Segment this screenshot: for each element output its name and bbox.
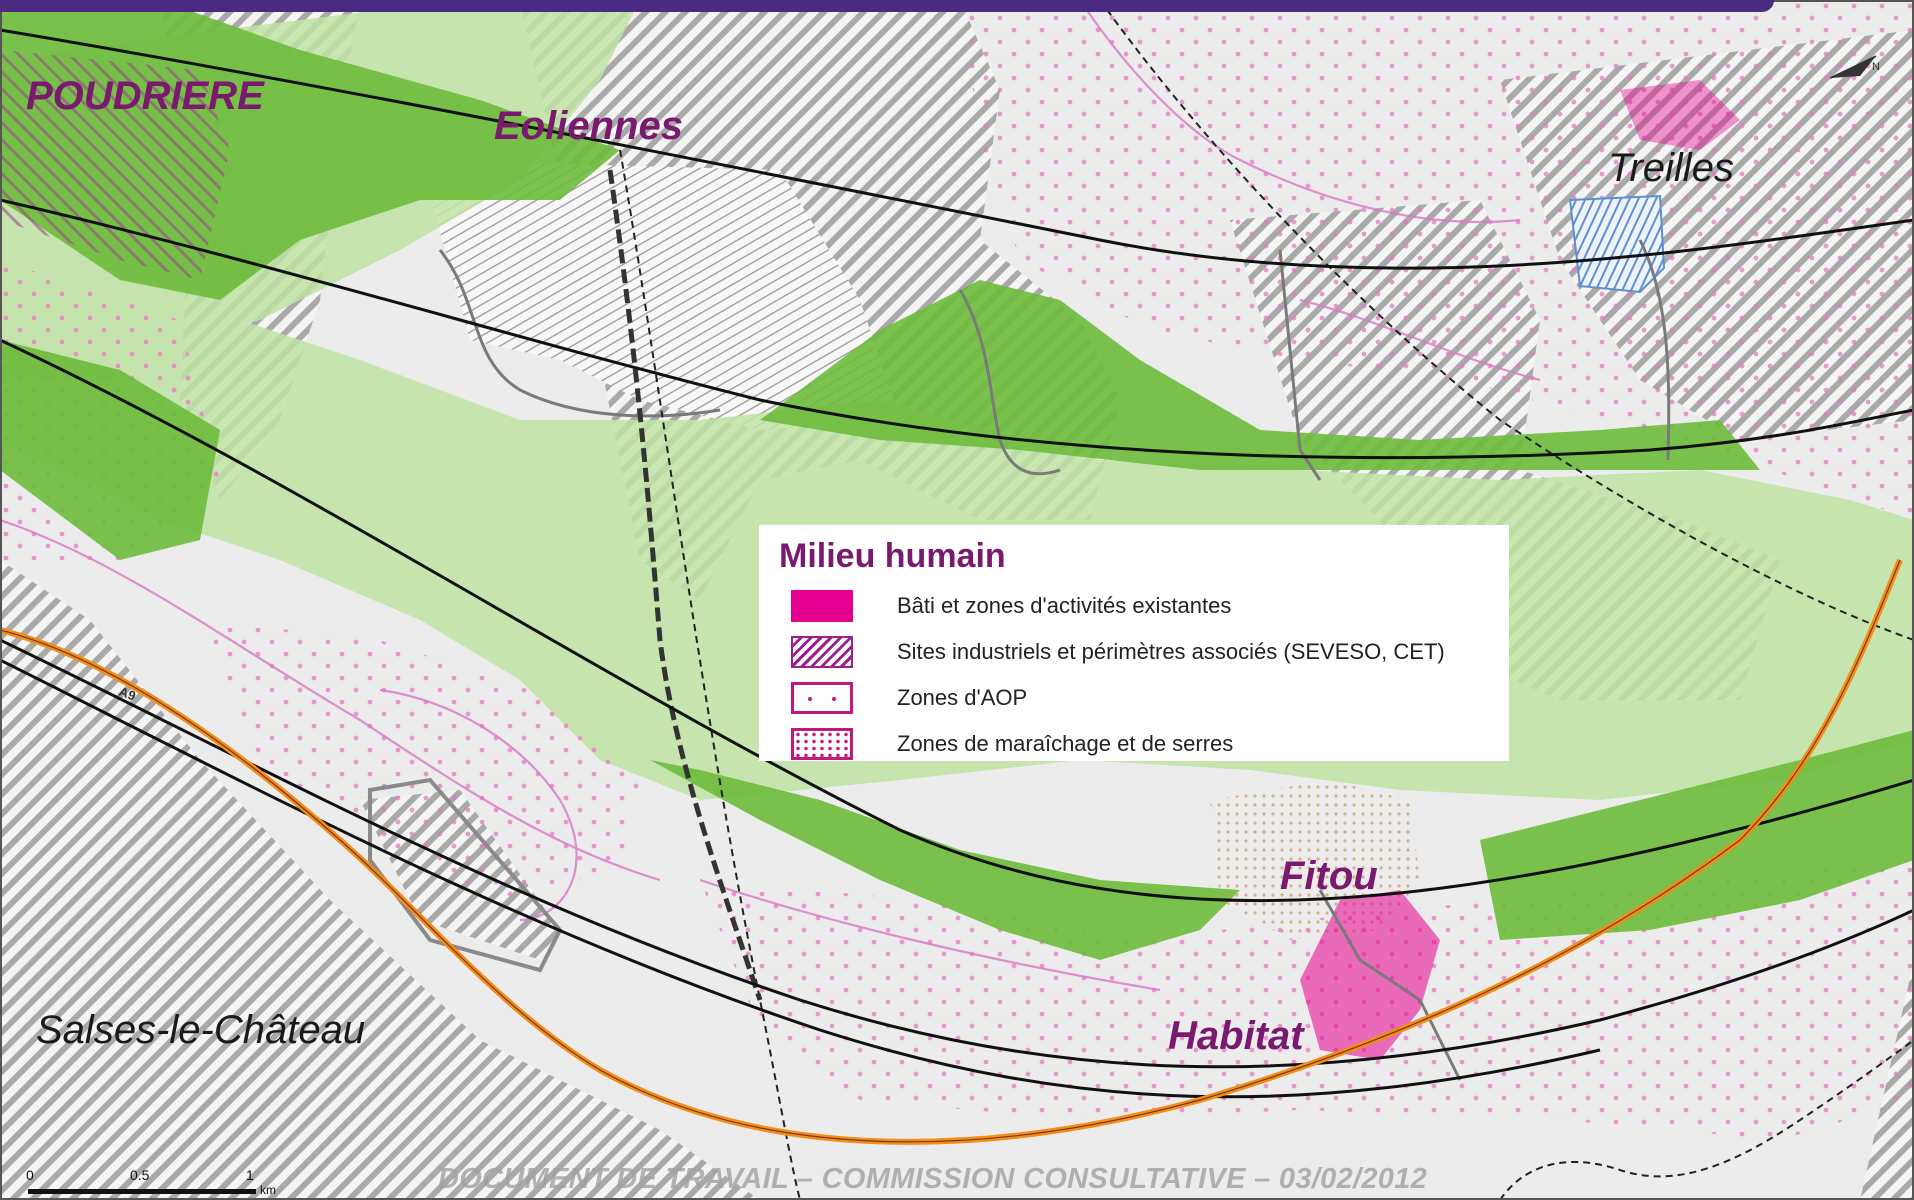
map-legend: Milieu humain Bâti et zones d'activités … <box>759 525 1509 761</box>
svg-text:N: N <box>1872 61 1880 73</box>
label-fitou[interactable]: Fitou <box>1280 854 1378 898</box>
label-salses-le-chateau[interactable]: Salses-le-Château <box>36 1008 366 1052</box>
administrative-boundaries <box>619 0 1914 1200</box>
legend-title: Milieu humain <box>779 537 1006 575</box>
poudriere-hatch <box>0 50 230 280</box>
legend-item-sites-industriels: Sites industriels et périmètres associés… <box>779 629 1489 675</box>
header-bar <box>0 0 1774 12</box>
fine-hatch-zone <box>420 160 900 430</box>
document-watermark: DOCUMENT DE TRAVAIL – COMMISSION CONSULT… <box>438 1163 1428 1195</box>
railway-line <box>607 169 763 1001</box>
label-treilles[interactable]: Treilles <box>1608 146 1734 190</box>
scale-unit: km <box>260 1183 276 1197</box>
legend-label: Zones de maraîchage et de serres <box>897 731 1234 756</box>
north-arrow-icon: N <box>1829 55 1880 79</box>
solid-magenta-swatch-icon <box>791 590 853 622</box>
hatched-swatch-icon <box>791 636 853 668</box>
scale-label-half: 0.5 <box>130 1167 150 1183</box>
label-habitat[interactable]: Habitat <box>1168 1014 1304 1058</box>
legend-label: Sites industriels et périmètres associés… <box>897 639 1445 664</box>
dense-dot-swatch-icon <box>791 728 853 760</box>
legend-label: Bâti et zones d'activités existantes <box>897 593 1232 618</box>
scale-label-1: 1 <box>246 1167 254 1183</box>
a9-road-label: A9 <box>117 684 138 704</box>
scale-bar: 0 0.5 1 km <box>26 1163 276 1199</box>
dotted-outline-swatch-icon <box>791 682 853 714</box>
legend-item-maraichage: Zones de maraîchage et de serres <box>779 721 1489 767</box>
label-poudriere[interactable]: POUDRIERE <box>26 74 264 118</box>
scale-label-0: 0 <box>26 1167 34 1183</box>
legend-item-bati: Bâti et zones d'activités existantes <box>779 583 1489 629</box>
scale-bar-line <box>28 1189 256 1194</box>
legend-label: Zones d'AOP <box>897 685 1028 710</box>
treilles-water-zone <box>1568 194 1666 294</box>
label-eoliennes[interactable]: Eoliennes <box>494 104 683 148</box>
corridor-lines <box>0 28 1914 1099</box>
legend-item-aop: Zones d'AOP <box>779 675 1489 721</box>
